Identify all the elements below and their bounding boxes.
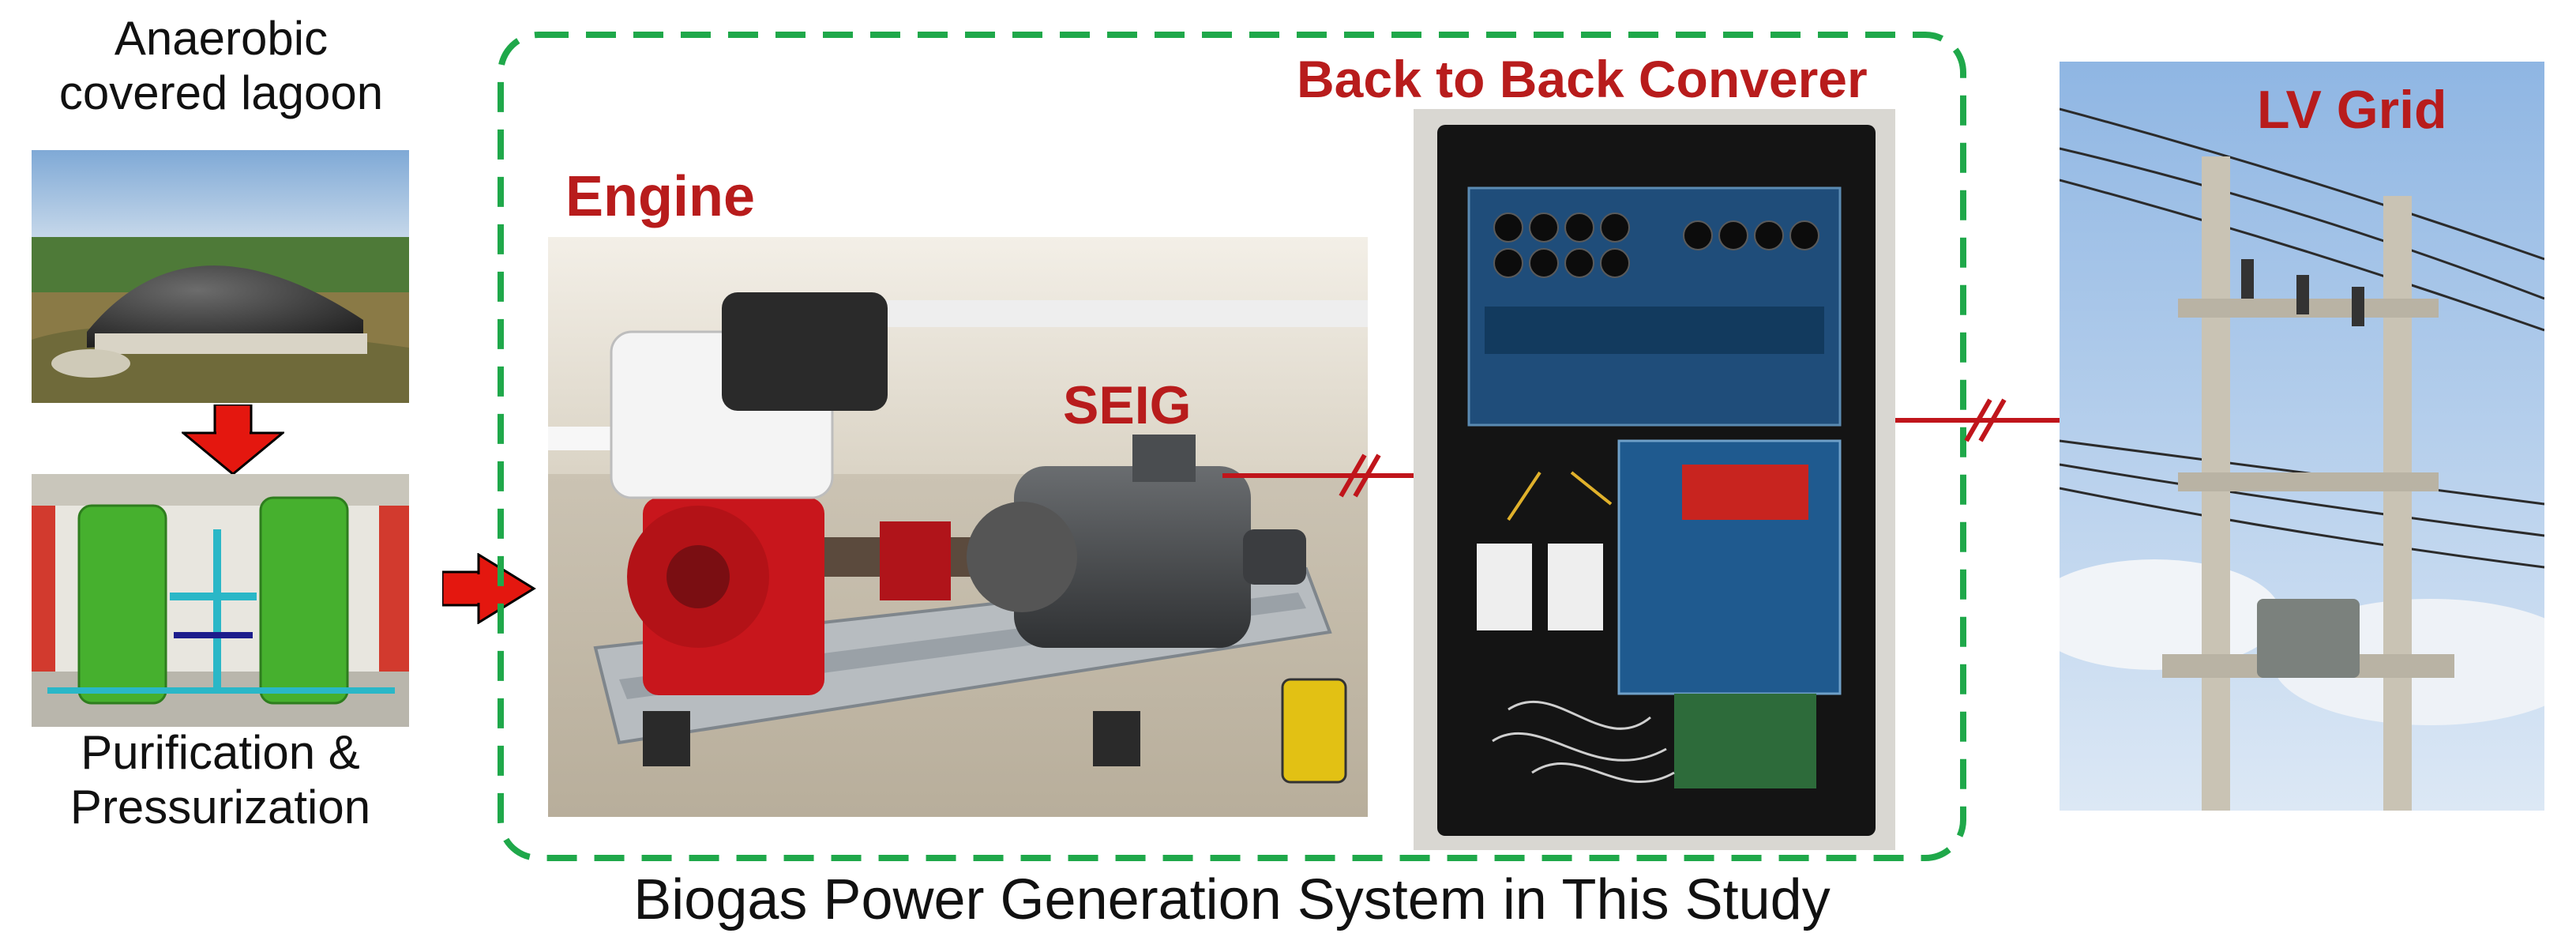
purification-label-line2: Pressurization — [69, 781, 371, 833]
purification-label-line1: Purification & — [81, 726, 360, 779]
seig-label: SEIG — [1063, 375, 1192, 435]
grid-label: LV Grid — [2257, 80, 2447, 140]
lagoon-photo — [32, 150, 409, 403]
engine-photo — [548, 237, 1368, 817]
right-arrow-icon — [442, 553, 536, 624]
converter-label: Back to Back Converer — [1297, 50, 1868, 108]
engine-label: Engine — [565, 165, 756, 228]
converter-photo — [1414, 109, 1895, 850]
grid-photo — [2060, 62, 2544, 811]
down-arrow-icon — [182, 405, 284, 476]
double-slash-icon — [1964, 398, 2007, 442]
lagoon-label: Anaerobic covered lagoon — [32, 11, 411, 120]
purification-label: Purification & Pressurization — [32, 725, 409, 834]
system-caption: Biogas Power Generation System in This S… — [633, 868, 1831, 931]
connection-line-seig — [1222, 453, 1420, 498]
double-slash-icon — [1339, 453, 1381, 498]
system-boundary — [498, 32, 1966, 861]
purification-photo — [32, 474, 409, 727]
lagoon-label-line2: covered lagoon — [58, 66, 384, 119]
lagoon-label-line1: Anaerobic — [114, 12, 329, 65]
connection-line-grid — [1895, 398, 2063, 442]
